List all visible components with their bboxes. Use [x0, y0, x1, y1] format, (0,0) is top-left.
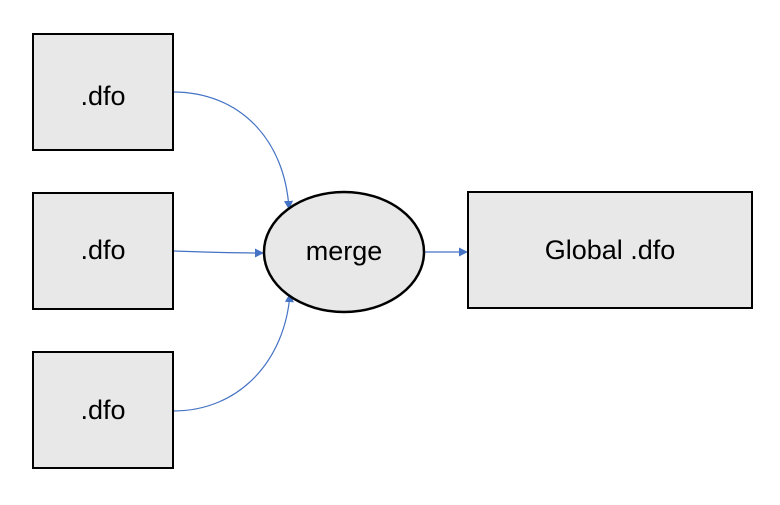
source-node-2: .dfo [32, 192, 174, 310]
output-node-label: Global .dfo [545, 235, 676, 265]
output-node: Global .dfo [467, 191, 753, 309]
source-node-1-label: .dfo [80, 81, 125, 111]
edge-source-1-to-merge [172, 91, 294, 210]
merge-node-label: merge [306, 236, 383, 266]
merge-node: merge [262, 190, 426, 314]
source-node-3-label: .dfo [80, 395, 125, 425]
edge-source-3-to-merge [172, 293, 294, 412]
edge-source-2-to-merge [172, 248, 264, 258]
source-node-3: .dfo [32, 351, 174, 469]
source-node-1: .dfo [32, 33, 174, 151]
source-node-2-label: .dfo [80, 235, 125, 265]
